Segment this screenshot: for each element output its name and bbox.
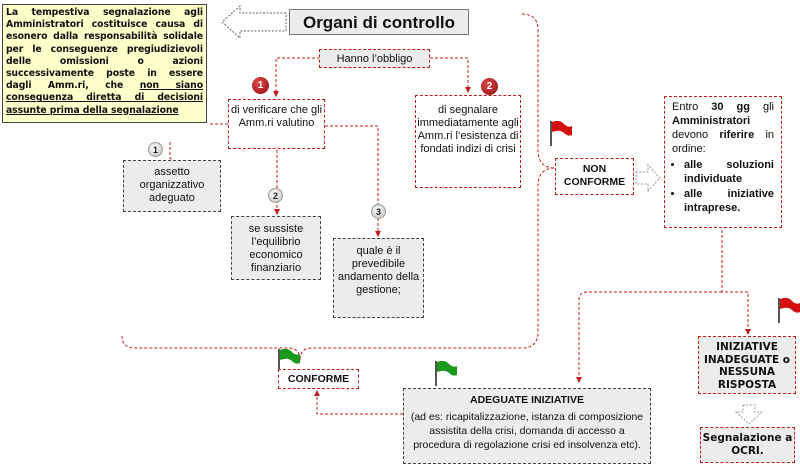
badge-gray-2: 2 [268, 188, 283, 203]
entro-report: riferire [719, 129, 755, 141]
green-flag-icon [278, 348, 300, 374]
conforme-label: CONFORME [278, 369, 359, 389]
red-flag-icon [778, 297, 800, 323]
right-arrow-icon [635, 163, 661, 193]
note-box: La tempestiva segnalazione agli Amminist… [2, 4, 207, 123]
verify-box: di verificare che gli Amm.ri valutino [228, 99, 325, 149]
entro-bullet-solutions: alle soluzioni individuate [684, 158, 774, 186]
entro-text-2: gli [762, 101, 774, 113]
item-organizational-structure: assetto organizzativo adeguato [123, 160, 221, 212]
item-economic-balance: se sussiste l’equilibrio economico finan… [231, 216, 321, 280]
red-flag-icon [550, 120, 572, 146]
page-title: Organi di controllo [289, 9, 469, 35]
entro-text-3: devono [672, 129, 709, 141]
deadline-box: Entro 30 gg gli Amministratori devono ri… [664, 96, 782, 228]
note-underlined-text: non siano conseguenza diretta di decisio… [6, 80, 203, 116]
obligation-label: Hanno l’obbligo [319, 49, 430, 68]
entro-directors: Amministratori [672, 115, 751, 127]
entro-list: alle soluzioni individuate alle iniziati… [672, 158, 774, 215]
down-arrow-icon [734, 404, 764, 425]
entro-text-1: Entro [672, 101, 699, 113]
badge-red-2: 2 [481, 78, 498, 95]
badge-gray-3: 3 [371, 204, 386, 219]
ocri-report-box: Segnalazione a OCRI. [700, 427, 795, 463]
badge-red-1: 1 [252, 77, 269, 94]
inadequate-initiatives-box: INIZIATIVE INADEGUATE o NESSUNA RISPOSTA [698, 336, 796, 394]
entro-text-4: in ordine: [672, 129, 775, 155]
non-conforme-label: NON CONFORME [555, 158, 634, 195]
badge-gray-1: 1 [148, 142, 163, 157]
report-box: di segnalare immediatamente agli Amm.ri … [415, 95, 521, 188]
entro-bullet-initiatives: alle iniziative intraprese. [684, 187, 774, 215]
adequate-initiatives-box: ADEGUATE INIZIATIVE (ad es: ricapitalizz… [403, 388, 651, 464]
adequate-body: (ad es: ricapitalizzazione, istanza di c… [410, 411, 644, 451]
left-arrow-icon [221, 4, 287, 40]
item-management-outlook: quale è il prevedibile andamento della g… [333, 238, 424, 318]
note-text: La tempestiva segnalazione agli Amminist… [6, 7, 203, 92]
green-flag-icon [435, 360, 457, 386]
entro-days: 30 gg [711, 101, 750, 113]
adequate-title: ADEGUATE INIZIATIVE [470, 394, 584, 406]
